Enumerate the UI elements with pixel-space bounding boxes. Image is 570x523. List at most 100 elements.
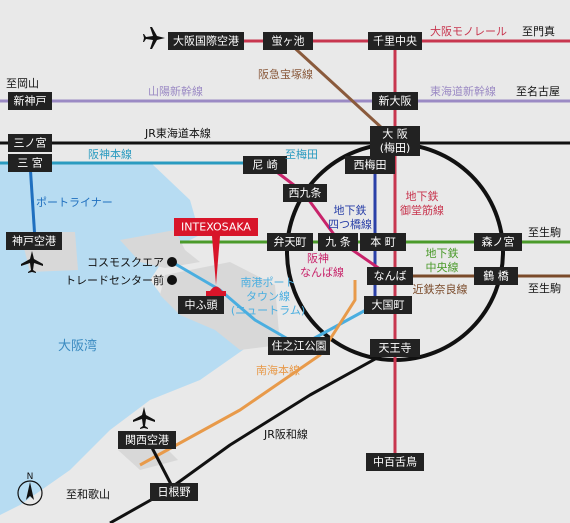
svg-text:蛍ヶ池: 蛍ヶ池 [272, 34, 305, 48]
line-label-nanko-3: (ニュートラム) [231, 304, 305, 317]
station-label-trade-center: トレードセンター前 [65, 273, 164, 287]
line-label-port-liner: ポートライナー [36, 196, 113, 209]
svg-text:大 阪: 大 阪 [382, 127, 408, 141]
line-hankyu-takarazuka [285, 39, 397, 142]
station-osaka-umeda[interactable]: 大 阪(梅田) [370, 126, 420, 156]
station-kansai-airport[interactable]: 関西空港 [118, 431, 176, 449]
venue-building-icon [206, 286, 226, 296]
station-tsuruhashi[interactable]: 鶴 橋 [474, 267, 518, 285]
line-label-midosuji-1: 地下鉄 [406, 189, 439, 203]
station-bentencho[interactable]: 弁天町 [267, 233, 313, 251]
line-label-nanko-1: 南港ポート [241, 276, 296, 289]
line-label-kintetsu-nara: 近鉄奈良線 [413, 282, 468, 296]
reclaimed-land-cosmo [120, 230, 200, 268]
station-hotarugaike[interactable]: 蛍ヶ池 [263, 32, 313, 50]
line-label-hanshin-namba-2: なんば線 [300, 265, 344, 279]
line-label-midosuji-2: 御堂筋線 [400, 203, 444, 217]
station-dot-cosmo-square[interactable] [167, 257, 177, 267]
line-jr-hanwa [164, 346, 396, 494]
labels: コスモスクエア トレードセンター前 大阪モノレール 阪急宝塚線 山陽新幹線 東海… [6, 24, 561, 501]
venue-label: INTEXOSAKA [181, 221, 251, 234]
svg-text:大国町: 大国町 [372, 298, 405, 312]
station-daikokucho[interactable]: 大国町 [364, 296, 412, 314]
destination-nagoya: 至名古屋 [516, 84, 560, 98]
station-tennoji[interactable]: 天王寺 [370, 339, 420, 357]
line-hanshin-namba [264, 161, 391, 278]
line-label-nankai-main: 南海本線 [256, 363, 300, 377]
map-background [0, 162, 280, 515]
svg-text:中百舌鳥: 中百舌鳥 [373, 455, 417, 469]
svg-text:西梅田: 西梅田 [354, 158, 387, 172]
station-shin-osaka[interactable]: 新大阪 [372, 92, 418, 110]
osaka-bay-label: 大阪湾 [58, 338, 97, 354]
svg-text:天王寺: 天王寺 [379, 342, 412, 355]
line-label-yotsubashi-2: 四つ橋線 [328, 217, 372, 231]
svg-text:千里中央: 千里中央 [373, 35, 417, 48]
svg-text:N: N [27, 472, 34, 482]
destination-kadoma: 至門真 [522, 24, 555, 38]
svg-text:三 宮: 三 宮 [17, 156, 43, 170]
station-nishi-kujo[interactable]: 西九条 [283, 184, 327, 202]
station-kujo[interactable]: 九 条 [318, 233, 358, 251]
station-dot-trade-center[interactable] [167, 275, 177, 285]
station-hineno[interactable]: 日根野 [150, 483, 198, 501]
airplane-icon [143, 27, 165, 49]
destination-okayama: 至岡山 [6, 77, 39, 90]
svg-text:新大阪: 新大阪 [379, 94, 412, 108]
station-nishi-umeda[interactable]: 西梅田 [345, 156, 395, 174]
svg-text:森ノ宮: 森ノ宮 [482, 235, 515, 249]
line-label-tokaido-shinkansen: 東海道新幹線 [430, 84, 496, 98]
line-label-jr-hanwa: JR阪和線 [263, 427, 308, 441]
svg-text:大阪国際空港: 大阪国際空港 [173, 34, 239, 48]
airplane-icon [21, 251, 43, 273]
svg-text:神戸空港: 神戸空港 [12, 234, 56, 248]
station-morinomiya[interactable]: 森ノ宮 [474, 233, 522, 251]
station-namba[interactable]: なんば [367, 267, 413, 285]
svg-text:住之江公園: 住之江公園 [272, 339, 327, 353]
svg-text:鶴 橋: 鶴 橋 [483, 269, 509, 283]
svg-text:尼 崎: 尼 崎 [252, 158, 278, 172]
station-sannomiya-jr[interactable]: 三ノ宮 [8, 134, 52, 152]
station-amagasaki[interactable]: 尼 崎 [243, 156, 287, 174]
svg-text:中ふ頭: 中ふ頭 [185, 299, 218, 312]
venue-pointer [212, 236, 220, 285]
line-label-yotsubashi-1: 地下鉄 [334, 203, 367, 217]
destination-ikoma-1: 至生駒 [528, 225, 561, 239]
line-label-jr-tokaido: JR東海道本線 [144, 126, 211, 140]
line-label-hanshin-namba-1: 阪神 [307, 251, 329, 265]
svg-text:新神戸: 新神戸 [14, 94, 47, 108]
destination-wakayama: 至和歌山 [66, 487, 110, 501]
station-kobe-airport[interactable]: 神戸空港 [6, 232, 62, 250]
line-label-sanyo-shinkansen: 山陽新幹線 [148, 84, 203, 98]
svg-text:弁天町: 弁天町 [274, 235, 307, 249]
svg-text:日根野: 日根野 [158, 485, 191, 499]
station-hommachi[interactable]: 本 町 [360, 233, 406, 251]
station-shin-kobe[interactable]: 新神戸 [8, 92, 52, 110]
station-itami-airport[interactable]: 大阪国際空港 [168, 32, 244, 50]
svg-text:(梅田): (梅田) [380, 141, 411, 155]
station-nakafuto[interactable]: 中ふ頭 [178, 296, 224, 314]
station-suminoe-koen[interactable]: 住之江公園 [268, 337, 330, 355]
line-label-chuo-1: 地下鉄 [426, 246, 459, 260]
venue-marker[interactable]: INTEXOSAKA [174, 218, 258, 296]
venue-label-box [174, 218, 258, 236]
station-label-cosmo-square: コスモスクエア [87, 256, 164, 269]
line-nanko-port-town [171, 260, 376, 348]
line-port-liner [28, 162, 37, 241]
line-label-hanshin-umeda: 至梅田 [285, 147, 318, 161]
stations: 大阪国際空港 蛍ヶ池 千里中央 新神戸 新大阪 三ノ宮 三 宮 大 阪(梅田) … [6, 32, 522, 501]
station-nakamozu[interactable]: 中百舌鳥 [366, 453, 424, 471]
north-compass-icon: N [17, 472, 43, 506]
line-label-nanko-2: タウン線 [246, 289, 290, 303]
station-senri-chuo[interactable]: 千里中央 [368, 32, 422, 50]
svg-text:九 条: 九 条 [325, 235, 351, 249]
svg-text:関西空港: 関西空港 [125, 433, 169, 447]
line-label-chuo-2: 中央線 [426, 260, 459, 274]
svg-text:なんば: なんば [374, 270, 407, 283]
svg-text:三ノ宮: 三ノ宮 [14, 136, 47, 150]
destination-ikoma-2: 至生駒 [528, 281, 561, 295]
station-sannomiya[interactable]: 三 宮 [8, 154, 52, 172]
line-label-hankyu-takarazuka: 阪急宝塚線 [258, 67, 313, 81]
